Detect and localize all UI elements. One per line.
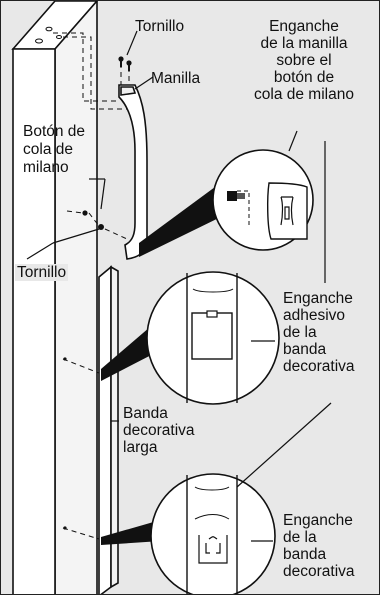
label-dovetail-button-line-2: cola de <box>23 141 73 158</box>
label-adhesive-hook-line-3: de la <box>283 324 317 341</box>
label-long-strip-line-1: Banda <box>123 405 168 422</box>
label-strip-hook-line-1: Enganche <box>283 512 353 529</box>
magnifier-wedges <box>101 187 233 545</box>
leader-lines <box>26 30 332 542</box>
label-dovetail-button-line-1: Botón de <box>23 123 86 140</box>
label-strip-hook-line-2: de la <box>283 529 317 546</box>
label-long-strip-line-3: larga <box>123 439 158 456</box>
door-buttons <box>63 210 104 530</box>
detail-circle-handle-hook <box>212 149 314 251</box>
label-strip-hook-line-4: decorativa <box>283 563 355 580</box>
label-screw-bottom: Tornillo <box>15 264 69 281</box>
handle <box>118 84 148 260</box>
label-handle-hook-line-1: Enganche <box>269 18 339 35</box>
label-handle-hook-line-5: cola de milano <box>254 86 354 103</box>
door-top-holes <box>35 26 62 44</box>
label-long-strip-line-2: decorativa <box>123 422 195 439</box>
detail-circle-adhesive-hook <box>146 271 280 405</box>
long-strip <box>98 265 119 594</box>
label-dovetail-button-line-3: milano <box>23 159 69 176</box>
detail-circle-strip-hook <box>150 473 276 594</box>
label-adhesive-hook-line-1: Enganche <box>283 290 353 307</box>
label-strip-hook: Enganche de la banda decorativa <box>283 512 355 580</box>
label-adhesive-hook-line-5: decorativa <box>283 358 355 375</box>
label-adhesive-hook-line-2: adhesivo <box>283 307 346 324</box>
label-dovetail-button: Botón de cola de milano <box>23 123 85 177</box>
label-adhesive-hook: Enganche adhesivo de la banda decorativa <box>283 290 355 375</box>
label-handle: Manilla <box>151 70 201 87</box>
label-strip-hook-line-3: banda <box>283 546 327 563</box>
label-adhesive-hook-line-4: banda <box>283 341 327 358</box>
label-handle-hook-line-4: botón de <box>273 69 335 86</box>
label-screw-top: Tornillo <box>135 18 185 35</box>
top-screws <box>118 56 132 71</box>
label-handle-hook-line-3: sobre el <box>276 52 332 69</box>
door-panel <box>11 1 99 594</box>
label-handle-hook-line-2: de la manilla <box>260 35 348 52</box>
label-long-strip: Banda decorativa larga <box>123 405 195 456</box>
label-handle-hook: Enganche de la manilla sobre el botón de… <box>239 18 369 103</box>
